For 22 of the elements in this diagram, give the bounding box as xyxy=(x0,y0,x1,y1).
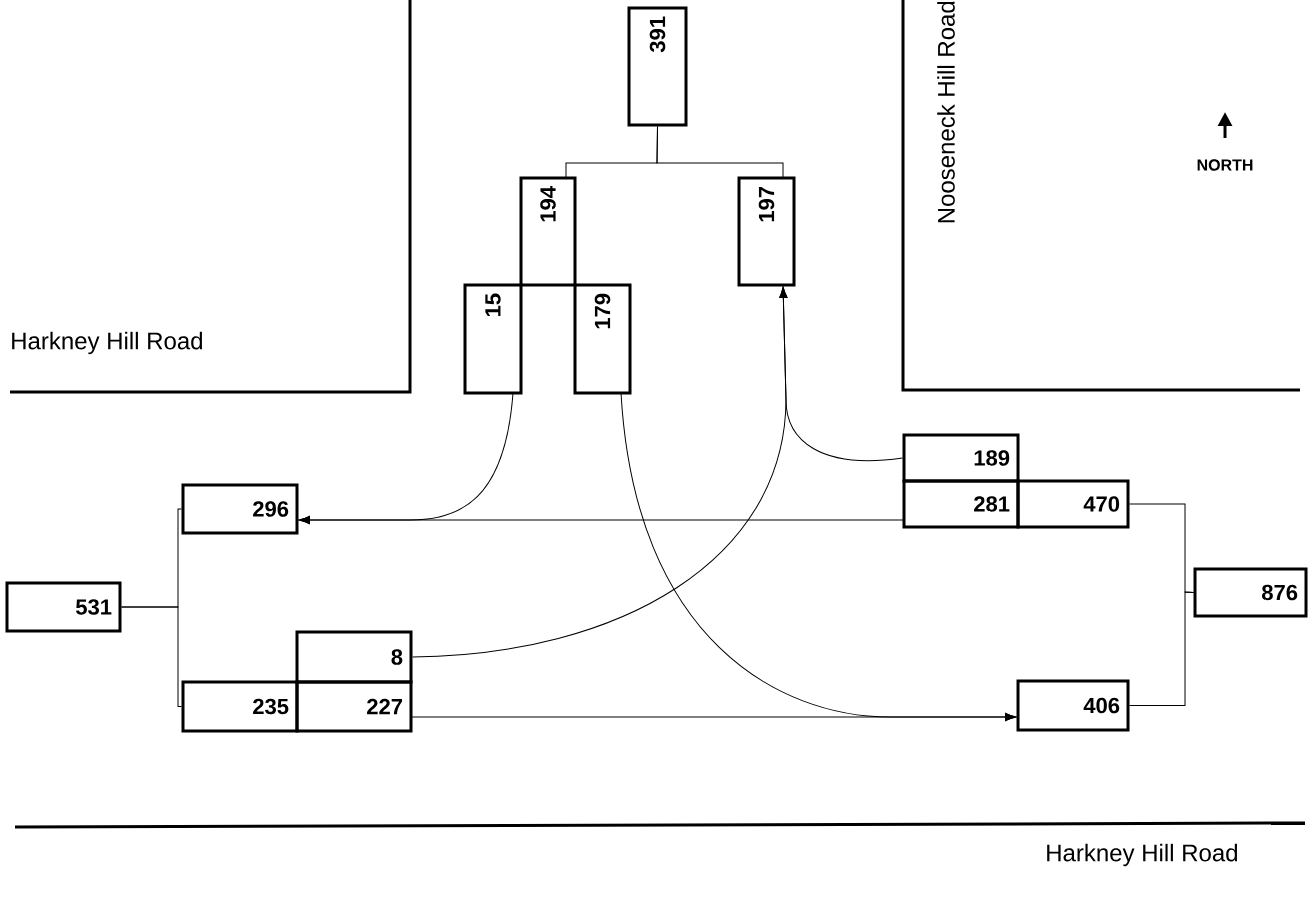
count-box: 197 xyxy=(737,176,796,287)
count-box: 531 xyxy=(5,581,122,633)
count-box: 876 xyxy=(1193,567,1308,618)
road-name: Nooseneck Hill Road xyxy=(937,1,955,223)
count-box: 227 xyxy=(295,680,413,733)
count-box: 470 xyxy=(1016,479,1130,529)
count-box: 8 xyxy=(295,630,413,684)
count-box: 189 xyxy=(902,433,1020,483)
road-name: Harkney Hill Road xyxy=(12,331,202,355)
arrow xyxy=(298,515,905,525)
count-box: 194 xyxy=(519,176,577,287)
count-box: 406 xyxy=(1016,679,1130,732)
count-box: 296 xyxy=(181,483,299,535)
road-name: Harkney Hill Road xyxy=(1047,843,1237,867)
arrow xyxy=(410,712,1017,722)
count-box: 235 xyxy=(181,680,299,733)
arrow xyxy=(779,286,903,462)
direction-label: NORTH xyxy=(1197,159,1253,171)
count-box: 281 xyxy=(902,479,1020,529)
count-box: 391 xyxy=(627,6,688,127)
count-box: 15 xyxy=(463,283,523,395)
count-box: 179 xyxy=(573,283,632,395)
